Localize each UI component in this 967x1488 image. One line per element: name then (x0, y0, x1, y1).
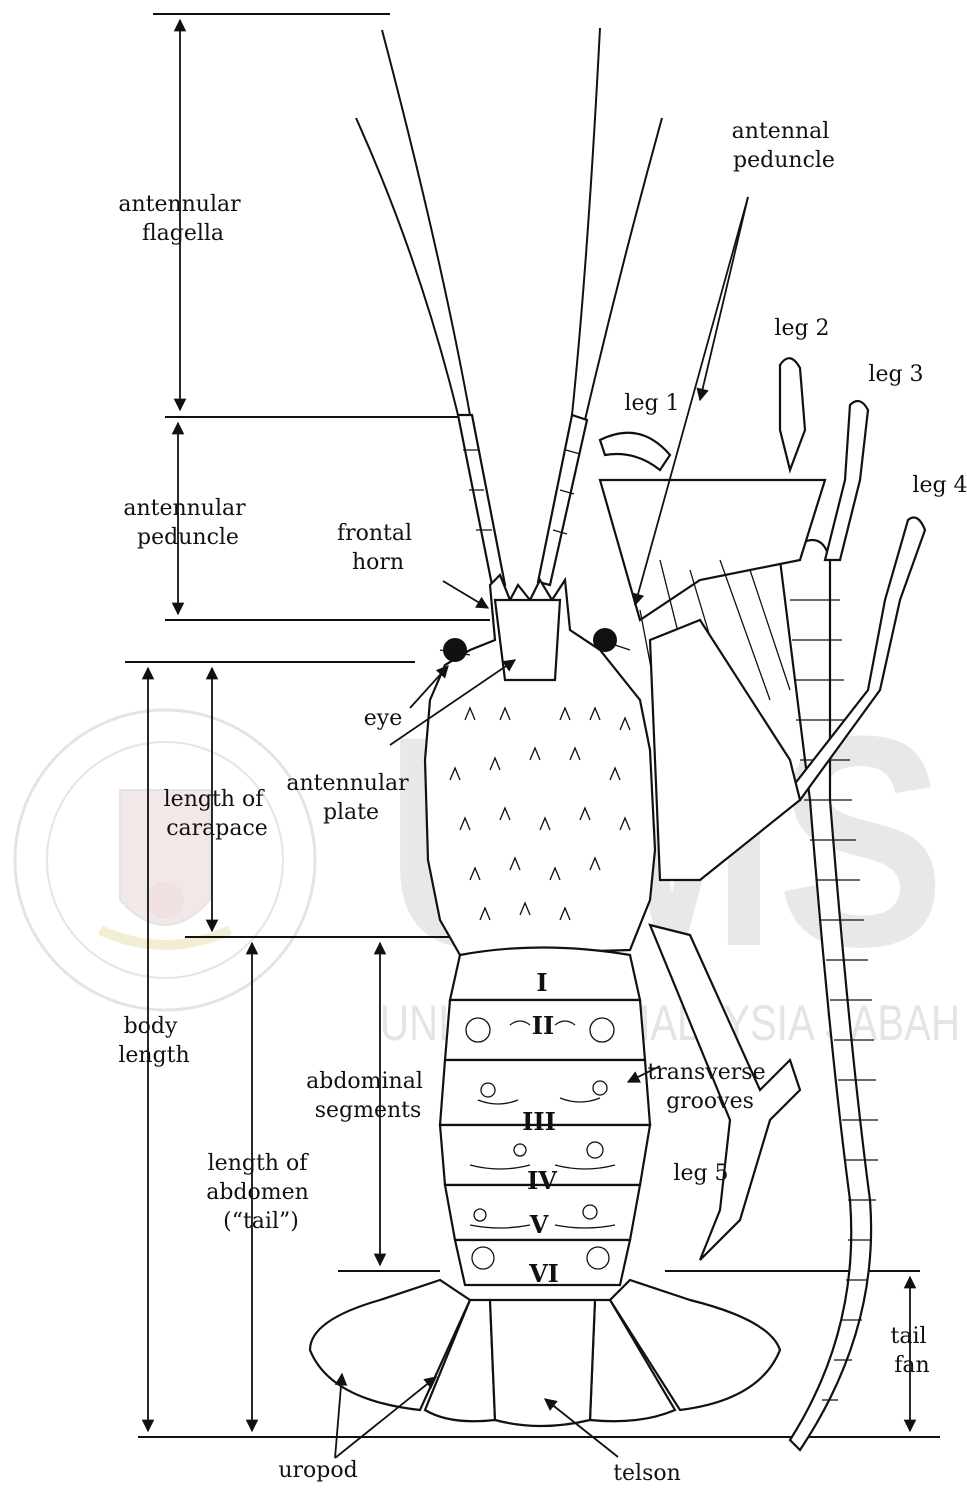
segment-label-5: V (529, 1210, 549, 1239)
segment-label-1: I (536, 968, 547, 997)
label-leg5: leg 5 (673, 1161, 728, 1186)
label-uropod: uropod (278, 1458, 357, 1483)
label-antennular-flagella: antennular flagella (118, 192, 247, 246)
antennular-flagella-drawing (356, 28, 662, 420)
label-telson: telson (613, 1461, 681, 1486)
label-abdominal-segments: abdominal segments (306, 1069, 430, 1123)
label-leg2: leg 2 (774, 316, 829, 341)
carapace-drawing (425, 575, 655, 955)
label-eye: eye (364, 706, 402, 731)
label-leg3: leg 3 (868, 362, 923, 387)
label-antennular-peduncle: antennular peduncle (123, 496, 252, 550)
segment-label-6: VI (528, 1259, 559, 1288)
label-length-of-abdomen: length of abdomen (“tail”) (206, 1151, 316, 1234)
label-frontal-horn: frontal horn (337, 521, 419, 575)
antennular-peduncle-drawing (458, 415, 587, 585)
segment-label-3: III (522, 1107, 556, 1136)
university-seal-watermark (15, 710, 315, 1010)
label-body-length: body length (118, 1014, 189, 1068)
segment-label-4: IV (527, 1166, 557, 1195)
label-leg4: leg 4 (912, 473, 967, 498)
segment-label-2: II (532, 1011, 554, 1040)
tail-fan-drawing (310, 1280, 780, 1426)
label-leg1: leg 1 (624, 391, 679, 416)
label-tail-fan: tail fan (890, 1324, 933, 1378)
label-antennal-peduncle: antennal peduncle (732, 119, 837, 173)
